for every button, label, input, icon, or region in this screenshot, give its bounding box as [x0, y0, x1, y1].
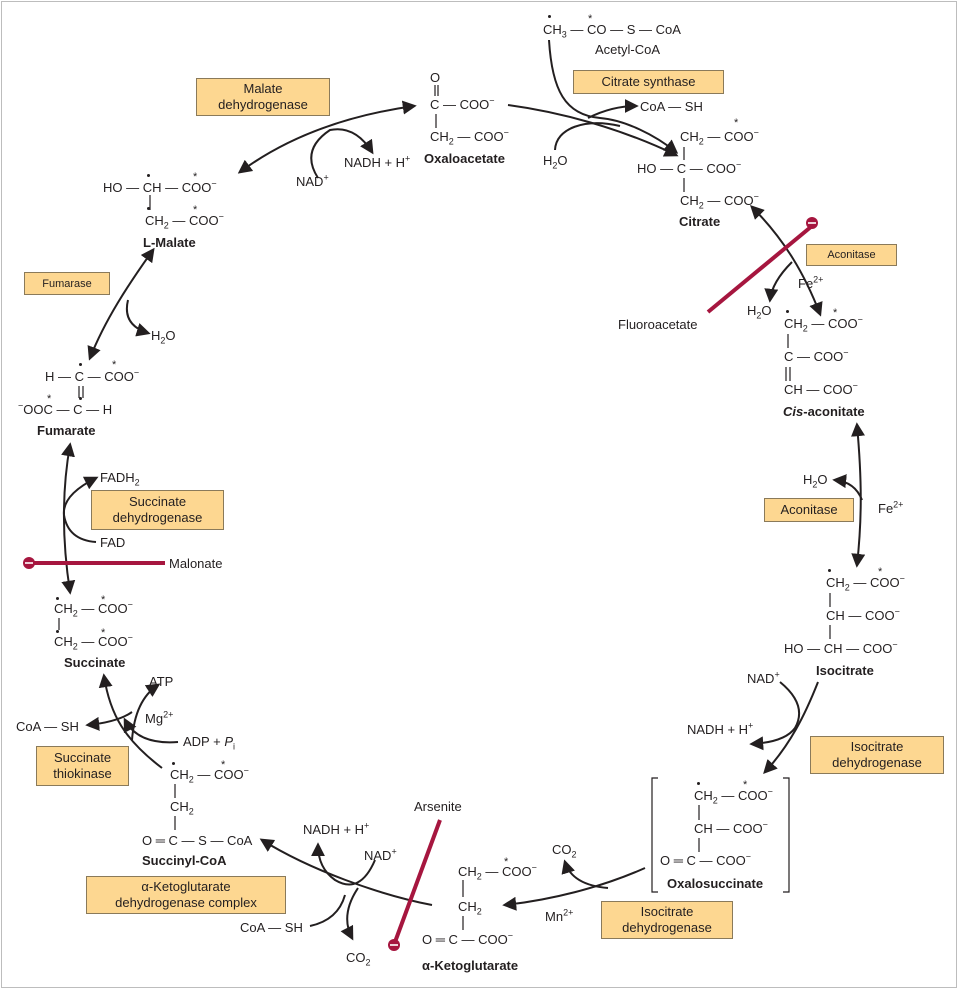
arsenite-label: Arsenite	[414, 799, 462, 814]
fe2-aconitase-1: Fe2+	[798, 274, 824, 291]
arrow-co2-out	[561, 859, 609, 889]
l-malate-label: L-Malate	[143, 235, 196, 250]
co2-akgdh: CO2	[346, 950, 371, 968]
nad-isocitrate: NAD+	[747, 669, 780, 686]
arrow-coash-akgdh	[309, 894, 346, 927]
oxaloacetate-label: Oxaloacetate	[424, 151, 505, 166]
arrow-h2o-in-cs	[554, 122, 621, 151]
citrate-label: Citrate	[679, 214, 721, 229]
cis-aconitate-label: Cis-aconitate	[783, 404, 865, 419]
arrow-nad-malatedh	[310, 128, 374, 179]
fumarase-box: Fumarase	[24, 272, 110, 295]
malonate-label: Malonate	[169, 556, 223, 571]
isocitrate-dehydrogenase-box-2: Isocitrate dehydrogenase	[601, 901, 733, 939]
aconitase-box-2: Aconitase	[764, 498, 854, 522]
alpha-kg-dehydrogenase-box: α-Ketoglutarate dehydrogenase complex	[86, 876, 286, 914]
isocitrate-dehydrogenase-box-1: Isocitrate dehydrogenase	[810, 736, 944, 774]
arrow-nad-isocitrate	[749, 681, 800, 751]
atp-thiokinase: ATP	[149, 674, 174, 689]
acetyl-coa-formula: CH3 — CO — S — CoA	[543, 22, 681, 40]
arrow-succinylcoa-succinate	[98, 673, 163, 769]
co2-isocitrate: CO2	[552, 842, 577, 860]
arrow-isocitrate-oxalosuccinate	[763, 681, 819, 775]
fluoroacetate-label: Fluoroacetate	[618, 317, 698, 332]
succinate-dehydrogenase-box: Succinate dehydrogenase	[91, 490, 224, 530]
fumarate-label: Fumarate	[37, 423, 96, 438]
isocitrate-label: Isocitrate	[816, 663, 874, 678]
mn2-isocitrate: Mn2+	[545, 907, 574, 924]
arrow-co2-akgdh	[340, 887, 359, 941]
h2o-fumarase: H2O	[151, 328, 176, 346]
arrow-coash-out-st	[85, 711, 133, 731]
fadh2-label: FADH2	[100, 470, 140, 488]
arrow-fumarate-malate	[87, 247, 155, 361]
fe2-aconitase-2: Fe2+	[878, 499, 904, 516]
nadh-akgdh: NADH + H+	[303, 820, 370, 837]
nadh-isocitrate: NADH + H+	[687, 720, 754, 737]
arrow-malate-oxaloacetate	[237, 100, 417, 174]
acetyl-coa-label: Acetyl-CoA	[595, 42, 661, 57]
adp-pi-thiokinase: ADP + Pi	[183, 734, 235, 752]
aconitase-box-1: Aconitase	[806, 244, 897, 266]
oxalosuccinate-label: Oxalosuccinate	[667, 876, 764, 891]
arrow-fadh2-fad	[62, 476, 99, 543]
malate-dehydrogenase-box: Malate dehydrogenase	[196, 78, 330, 116]
nad-malatedh: NAD+	[296, 172, 329, 189]
h2o-citrate: H2O	[543, 153, 568, 171]
arrow-h2o-aconitase	[764, 261, 793, 303]
arrow-citrate-cisaconitate	[750, 205, 823, 317]
arrow-h2o-aconitase2	[832, 474, 863, 501]
arrow-adp-st	[123, 717, 179, 744]
fluoroacetate-bar	[706, 224, 814, 314]
alpha-ketoglutarate-label: α-Ketoglutarate	[422, 958, 519, 973]
mg2-thiokinase: Mg2+	[145, 709, 174, 726]
h2o-aconitase-1: H2O	[747, 303, 772, 321]
coa-sh-akgdh: CoA — SH	[240, 920, 303, 935]
arrow-akg-succinylcoa	[259, 838, 433, 906]
nadh-malatedh: NADH + H+	[344, 153, 411, 170]
fad-label: FAD	[100, 535, 126, 550]
citrate-synthase-box: Citrate synthase	[573, 70, 724, 94]
succinate-thiokinase-box: Succinate thiokinase	[36, 746, 129, 786]
coa-sh-thiokinase: CoA — SH	[16, 719, 79, 734]
arrow-nad-akgdh	[311, 842, 376, 886]
arrow-acetylcoa-in	[548, 39, 679, 154]
arsenite-bar	[393, 819, 442, 943]
nad-akgdh: NAD+	[364, 846, 397, 863]
arrow-oxaloacetate-citrate	[507, 104, 679, 157]
arrow-coash-out	[587, 99, 639, 119]
h2o-aconitase-2: H2O	[803, 472, 828, 490]
succinyl-coa-label: Succinyl-CoA	[142, 853, 227, 868]
arrow-oxalosuccinate-akg	[502, 867, 646, 911]
arrow-h2o-fumarase	[126, 299, 151, 337]
coa-sh-citrate: CoA — SH	[640, 99, 703, 114]
succinate-label: Succinate	[64, 655, 126, 670]
